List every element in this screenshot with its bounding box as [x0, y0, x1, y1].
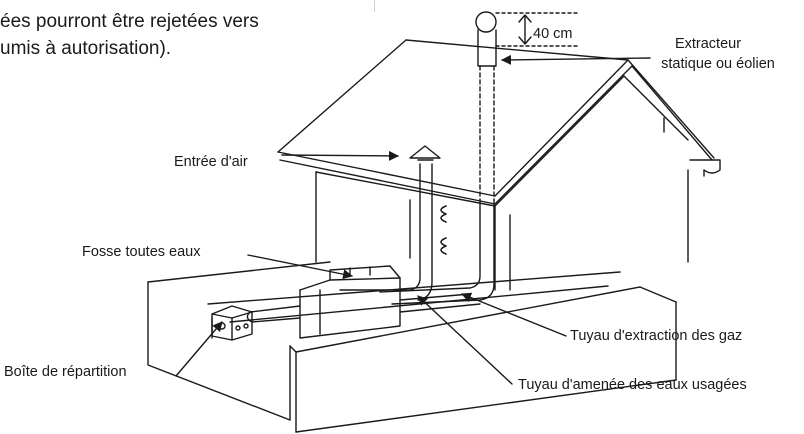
extractor-label-line-2: statique ou éolien: [661, 56, 775, 72]
air-inlet-label: Entrée d'air: [174, 154, 248, 170]
intro-line-2: umis à autorisation).: [0, 38, 172, 59]
gutter: [689, 159, 721, 177]
gas-pipe-label: Tuyau d'extraction des gaz: [570, 328, 742, 344]
air-inlet-pipe: [339, 145, 441, 301]
intro-text: ées pourront être rejetées vers umis à a…: [0, 8, 259, 62]
arrow-septic-tank: [247, 254, 353, 280]
arrow-distribution-box: [175, 321, 223, 377]
left-foundation-wall: [147, 261, 331, 421]
septic-tank-label: Fosse toutes eaux: [82, 244, 201, 260]
gas-extraction-pipe: [379, 199, 495, 305]
distribution-box-label: Boîte de répartition: [4, 364, 127, 380]
roof: [277, 39, 715, 205]
arrow-gas-pipe: [461, 292, 567, 337]
arrow-extractor: [501, 54, 651, 65]
extractor-chimney: [475, 11, 497, 201]
extractor-label-line-1: Extracteur: [675, 36, 741, 52]
septic-tank: [299, 265, 401, 339]
house-walls: [315, 75, 689, 291]
height-dimension: [495, 12, 579, 47]
wastewater-pipe-label: Tuyau d'amenée des eaux usagées: [518, 377, 747, 393]
distribution-box: [211, 305, 253, 341]
trench: [207, 271, 621, 353]
arrow-wastewater: [417, 295, 513, 385]
column-divider: [374, 0, 375, 12]
leader-lines: [175, 54, 651, 385]
airflow-swirls: [440, 205, 447, 255]
intro-line-1: ées pourront être rejetées vers: [0, 11, 259, 32]
arrow-air-inlet: [281, 150, 399, 161]
height-label: 40 cm: [533, 26, 573, 42]
